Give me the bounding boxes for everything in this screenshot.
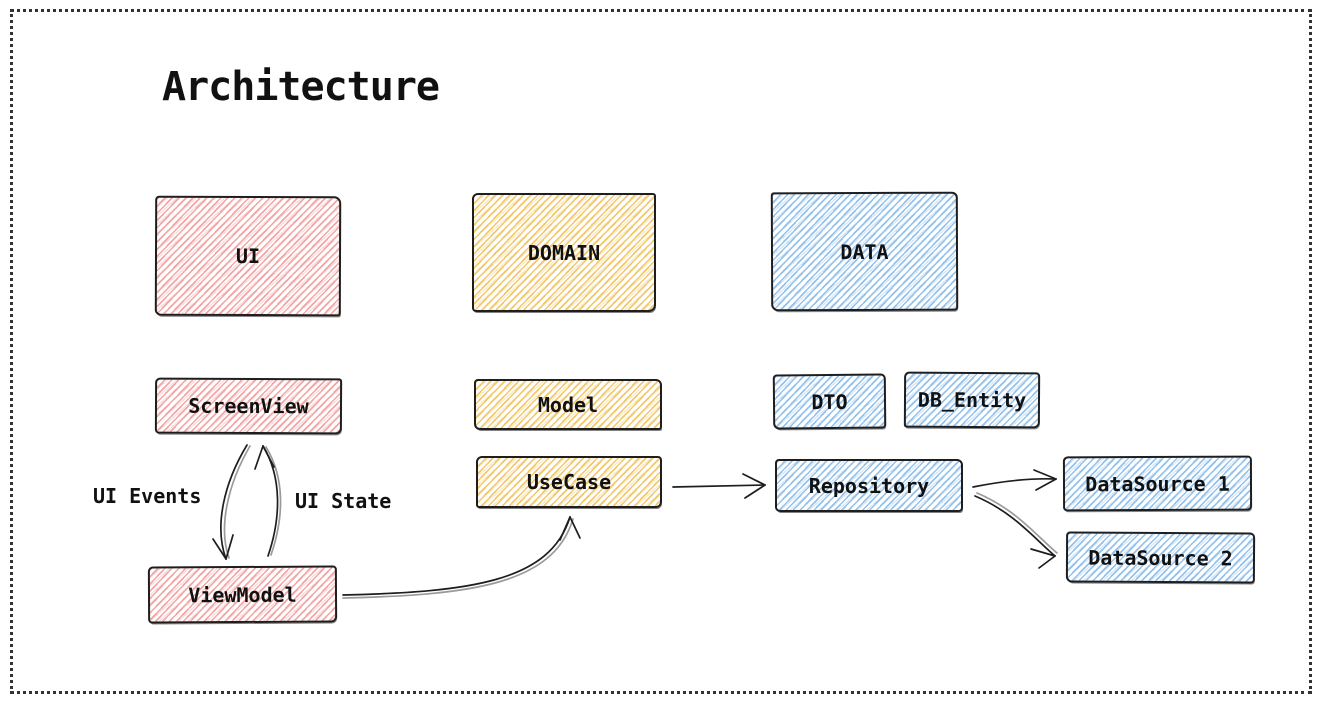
node-repository: Repository bbox=[775, 459, 963, 512]
arrow-repository-to-datasource-1 bbox=[972, 469, 1057, 491]
layer-box-ui-label: UI bbox=[235, 243, 261, 269]
node-dto: DTO bbox=[772, 373, 887, 430]
node-datasource-1: DataSource 1 bbox=[1062, 455, 1253, 512]
node-screenview: ScreenView bbox=[154, 377, 343, 435]
node-datasource-2-label: DataSource 2 bbox=[1088, 545, 1233, 570]
node-db-entity-label: DB_Entity bbox=[917, 387, 1027, 413]
edge-label-ui-events: UI Events bbox=[93, 484, 202, 508]
arrow-viewmodel-to-screenview bbox=[254, 445, 282, 557]
arrow-viewmodel-to-usecase bbox=[342, 516, 581, 599]
node-dto-label: DTO bbox=[811, 389, 848, 414]
node-usecase-label: UseCase bbox=[526, 470, 612, 494]
node-model: Model bbox=[474, 379, 662, 430]
node-viewmodel: ViewModel bbox=[147, 565, 338, 624]
layer-box-domain: DOMAIN bbox=[472, 193, 656, 312]
node-db-entity: DB_Entity bbox=[903, 371, 1041, 429]
node-model-label: Model bbox=[537, 392, 599, 417]
layer-box-data-label: DATA bbox=[840, 239, 889, 264]
node-screenview-label: ScreenView bbox=[188, 393, 309, 419]
node-datasource-2: DataSource 2 bbox=[1065, 531, 1256, 584]
node-datasource-1-label: DataSource 1 bbox=[1085, 471, 1230, 496]
layer-box-domain-label: DOMAIN bbox=[527, 240, 601, 265]
diagram-title: Architecture bbox=[162, 64, 440, 110]
node-repository-label: Repository bbox=[808, 473, 930, 498]
arrow-usecase-to-repository bbox=[672, 473, 766, 499]
layer-box-data: DATA bbox=[770, 191, 959, 312]
arrow-screenview-to-viewmodel bbox=[212, 444, 251, 560]
arrow-repository-to-datasource-2 bbox=[974, 492, 1058, 569]
node-viewmodel-label: ViewModel bbox=[188, 582, 297, 607]
node-usecase: UseCase bbox=[476, 456, 662, 508]
edge-label-ui-state: UI State bbox=[295, 489, 392, 513]
layer-box-ui: UI bbox=[154, 195, 342, 317]
